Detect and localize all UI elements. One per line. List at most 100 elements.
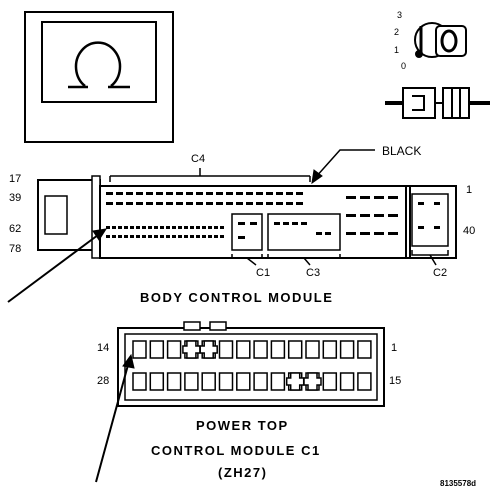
c4-lower-slot [166,235,170,238]
c4-upper-slot [186,202,193,205]
c4-lower-slot [172,235,176,238]
c3-slot [283,222,289,225]
ptcm-pin-1: 1 [391,342,398,354]
c4-upper-slot [256,192,263,195]
c4-lower-slot [148,235,152,238]
c3-slot [292,222,298,225]
c4-lower-slot [124,235,128,238]
c4-upper-slot [176,202,183,205]
c4-lower-slot [154,235,158,238]
c4-lower-slot [106,226,110,229]
c4-lower-slot [184,226,188,229]
c4-upper-slot [146,192,153,195]
ptcm-cavity [201,372,216,391]
ptcm-cavity [149,340,165,359]
c4-lower-slot [130,226,134,229]
c4-upper-slot [276,202,283,205]
c4-upper-slot [166,202,173,205]
c1-slot [238,222,245,225]
ptcm-cavity [253,340,268,359]
c4-upper-slot [256,202,263,205]
c3-slot [301,222,307,225]
c4-right-slot [360,196,370,199]
c4-lower-slot [214,226,218,229]
bcm-pointer-arrow [7,228,108,303]
c4-upper-slot [226,192,233,195]
c2-slot [418,202,424,205]
c4-lower-slot [154,226,158,229]
ptcm-pin-28: 28 [97,375,110,387]
c4-lower-slot [142,235,146,238]
c4-lower-slot [178,226,182,229]
c4-upper-slot [186,192,193,195]
key-position-1: 1 [394,45,400,55]
c4-upper-slot [236,192,243,195]
c4-lower-slot [202,235,206,238]
ptcm-cavity [184,372,199,391]
c4-right-slot [388,232,398,235]
c4-lower-slot [202,226,206,229]
c4-lower-slot [160,235,164,238]
omega-icon [68,41,130,89]
c4-lower-slot [160,226,164,229]
c4-upper-slot [206,192,213,195]
c4-upper-slot [126,202,133,205]
body-control-module-drawing [37,175,457,259]
bcm-pin-1: 1 [466,184,473,196]
ptcm-pin-15: 15 [389,375,402,387]
connector-pictogram-icon [385,87,490,119]
power-top-connector-drawing [117,327,385,407]
c4-lower-slot [118,226,122,229]
c4-right-slot [388,214,398,217]
ptcm-cavity [270,372,286,391]
c4-upper-slot [246,202,253,205]
c4-upper-slot [106,202,113,205]
ptcm-pin-cavities [132,321,372,391]
c3-slot [274,222,280,225]
c1-slot [250,222,257,225]
c1-slot [238,236,245,239]
bcm-title: BODY CONTROL MODULE [140,290,334,305]
c4-lower-slot [118,235,122,238]
bcm-pin-40: 40 [463,225,476,237]
bcm-pin-17: 17 [9,173,22,185]
c4-upper-slot [206,202,213,205]
connector-c4-label: C4 [191,153,206,165]
c4-upper-slot [236,202,243,205]
c4-lower-slot [148,226,152,229]
ptcm-cavity [357,340,372,359]
c4-lower-slot [166,226,170,229]
key-position-3: 3 [397,10,403,20]
c4-upper-slot [136,202,143,205]
c4-upper-slot [106,192,113,195]
connector-leader-lines [109,168,449,266]
c4-lower-slot [220,226,224,229]
c4-right-slot [374,196,384,199]
c4-upper-slot [276,192,283,195]
c4-lower-slot [196,235,200,238]
c4-lower-slot [136,235,140,238]
c4-upper-slot [196,202,203,205]
c4-lower-slot [112,235,116,238]
c4-lower-slot [172,226,176,229]
ptcm-keyed-cavity [303,372,322,391]
c4-right-slot [346,196,356,199]
c4-lower-slot [142,226,146,229]
c4-upper-slot [116,202,123,205]
c4-right-slot [388,196,398,199]
c4-right-slot [346,214,356,217]
c4-lower-slot [208,226,212,229]
key-position-2: 2 [394,27,400,37]
c4-lower-slot [106,235,110,238]
c4-right-slot [360,232,370,235]
ptcm-cavity [218,340,234,359]
bcm-color-label: BLACK [382,144,422,158]
c4-lower-slot [136,226,140,229]
c4-lower-slot [190,235,194,238]
c4-right-slot [374,232,384,235]
c4-upper-slot [136,192,143,195]
c4-lower-slot [190,226,194,229]
c4-upper-slot [296,202,303,205]
black-color-arrow [311,149,375,185]
